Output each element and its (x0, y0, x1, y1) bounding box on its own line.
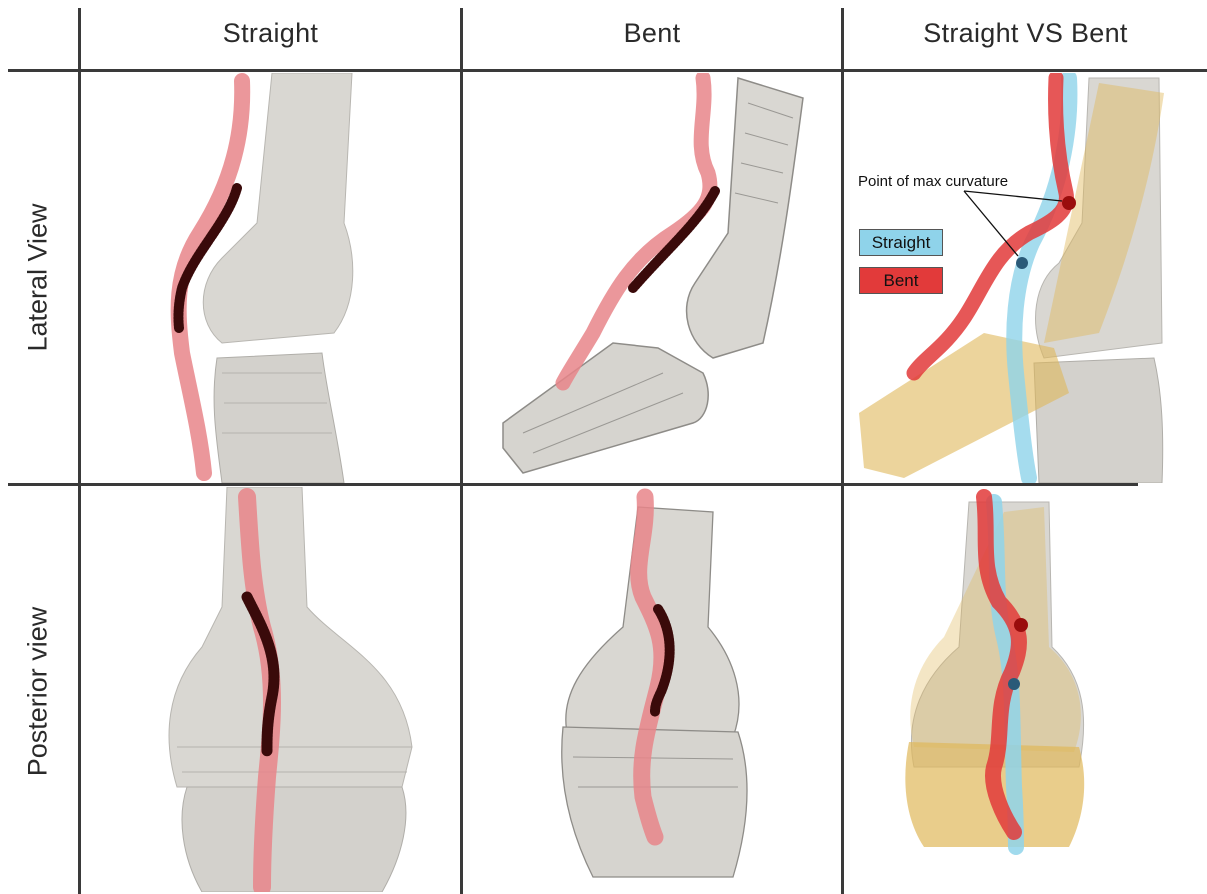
max-curvature-point-straight (1016, 257, 1028, 269)
max-curvature-point-bent (1062, 196, 1076, 210)
row-header-lateral-view: Lateral View (23, 178, 54, 378)
panel-posterior-straight (82, 487, 460, 892)
panel-lateral-comparison: Point of max curvature Straight Bent (844, 73, 1207, 483)
grid-vertical-line-1 (78, 8, 81, 894)
femur-bone (169, 487, 412, 787)
grid-horizontal-line-header (8, 69, 1207, 72)
max-curvature-point-bent (1014, 618, 1028, 632)
panel-posterior-bent (463, 487, 841, 892)
tibia-bone (182, 787, 406, 892)
column-header-straight: Straight (81, 18, 460, 49)
max-curvature-point-straight (1008, 678, 1020, 690)
posterior-comparison-illustration (844, 487, 1207, 892)
panel-lateral-straight (82, 73, 460, 483)
legend-item-straight: Straight (859, 229, 943, 256)
tibia-bone (503, 343, 708, 473)
column-header-bent: Bent (463, 18, 841, 49)
lateral-straight-illustration (82, 73, 460, 483)
panel-posterior-comparison (844, 487, 1207, 892)
legend-item-bent: Bent (859, 267, 943, 294)
panel-lateral-bent (463, 73, 841, 483)
lateral-bent-illustration (463, 73, 841, 483)
annotation-label: Point of max curvature (858, 173, 1008, 190)
column-header-straight-vs-bent: Straight VS Bent (844, 18, 1207, 49)
posterior-bent-illustration (463, 487, 841, 892)
annotation-arrow-2 (964, 191, 1018, 256)
posterior-straight-illustration (82, 487, 460, 892)
tibia-bone (562, 727, 747, 877)
row-header-posterior-view: Posterior view (23, 592, 54, 792)
grid-horizontal-line-middle (8, 483, 1138, 486)
